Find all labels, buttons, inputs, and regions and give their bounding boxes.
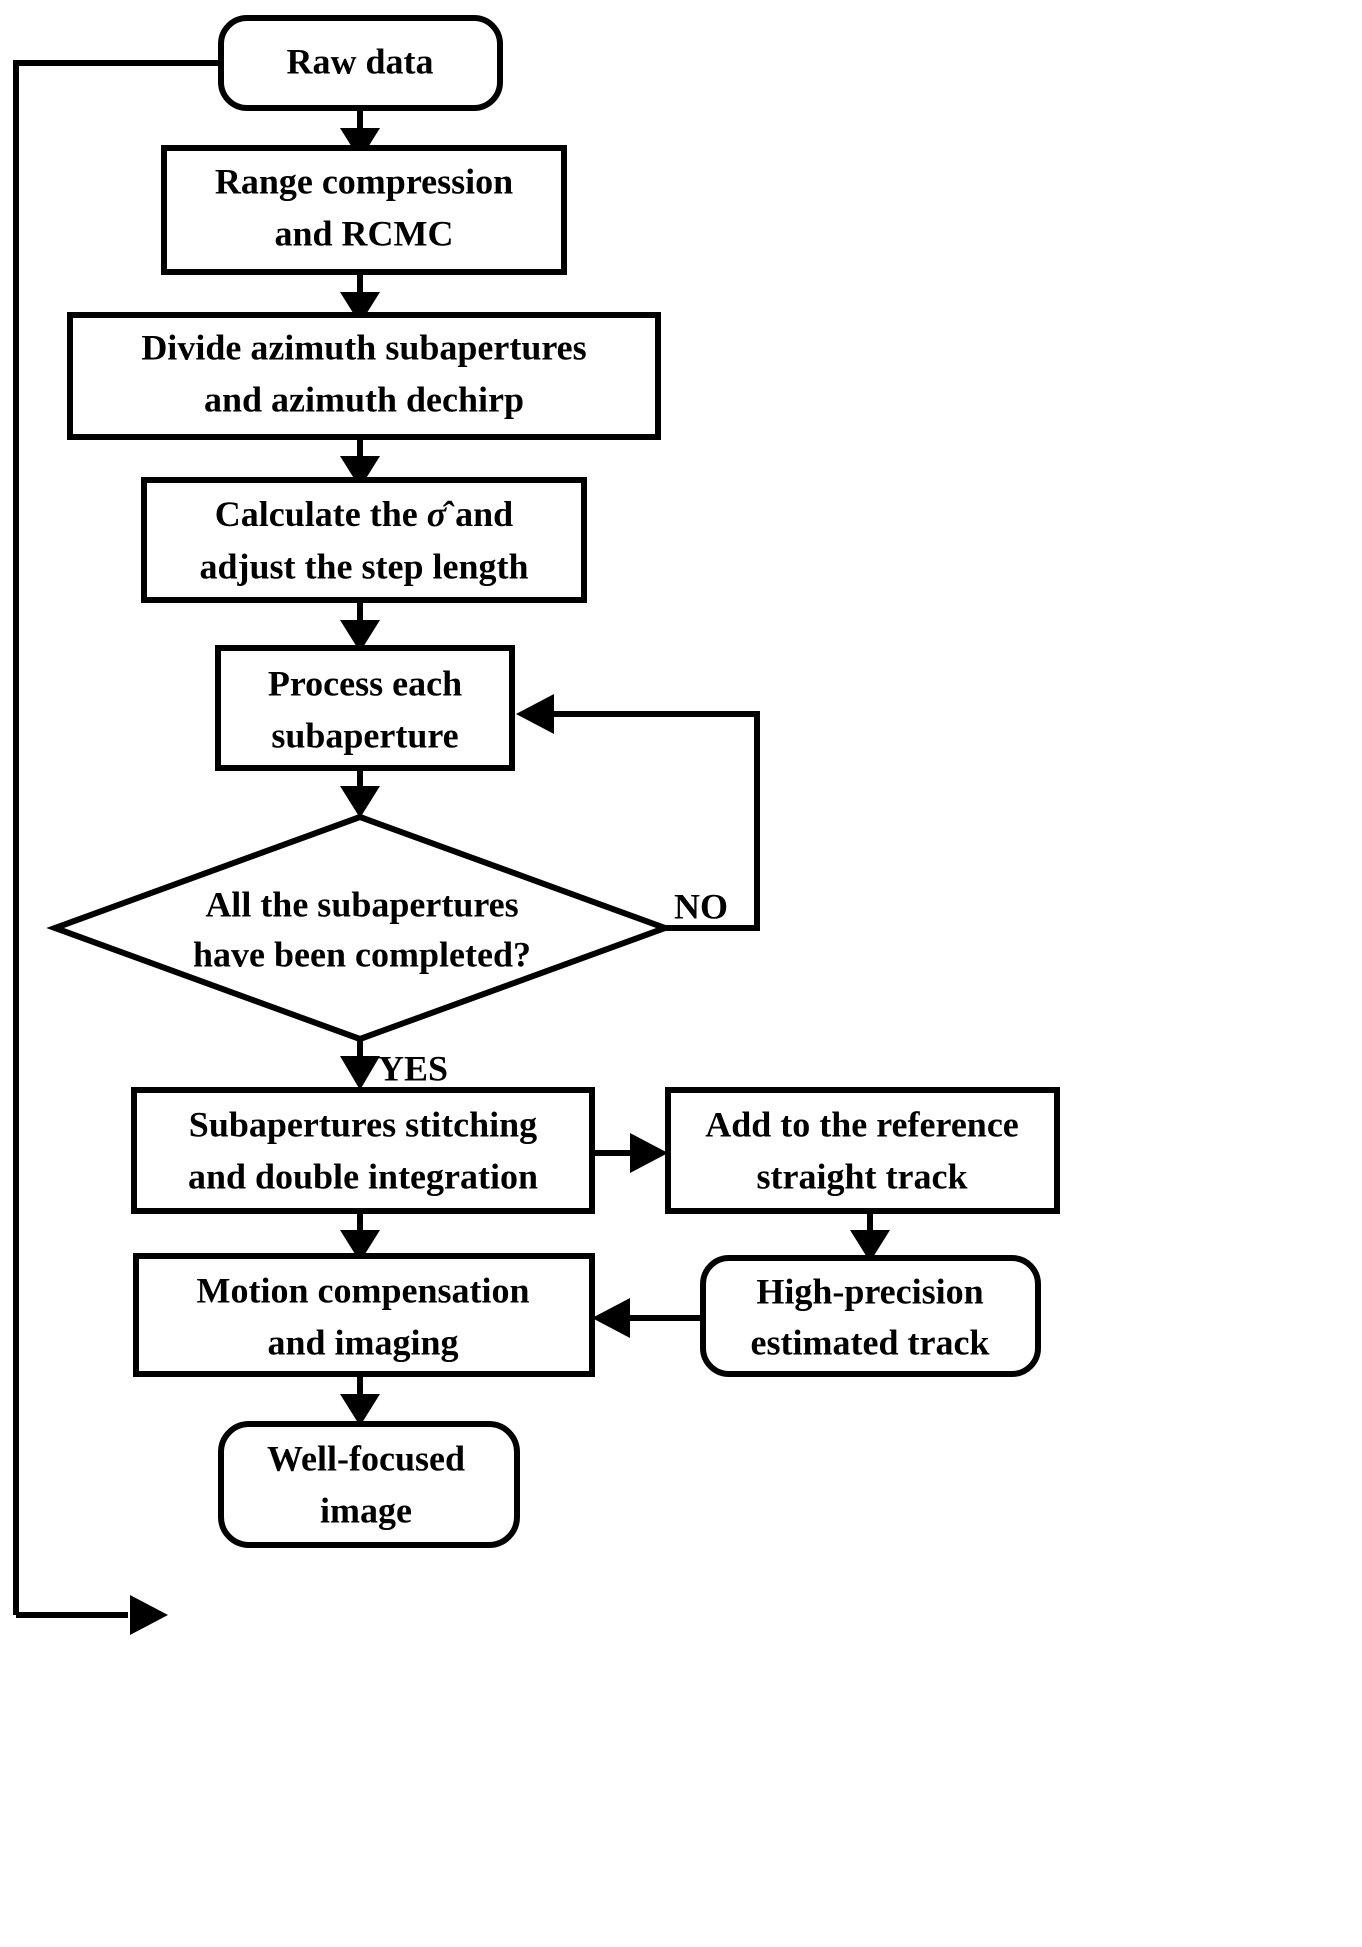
edge-no-loop — [516, 694, 760, 931]
edge-range-to-divide — [340, 272, 380, 324]
node-divide-subapertures-line-2: and azimuth dechirp — [204, 379, 524, 419]
edge-stitching-to-addtrack — [592, 1133, 668, 1173]
node-range-compression[interactable]: Range compression and RCMC — [161, 145, 567, 275]
node-subapertures-stitching-line-1: Subapertures stitching — [189, 1104, 537, 1144]
edge-rawdata-to-motioncomp — [13, 60, 221, 1635]
node-subapertures-stitching[interactable]: Subapertures stitching and double integr… — [131, 1087, 595, 1214]
node-high-precision-track-line-2: estimated track — [751, 1322, 990, 1362]
node-calculate-sigma[interactable]: Calculate the σ̂ and adjust the step len… — [141, 477, 587, 603]
edge-rawdata-to-range — [340, 108, 380, 160]
node-raw-data[interactable]: Raw data — [218, 15, 503, 111]
edge-motioncomp-to-wellfocused — [340, 1374, 380, 1426]
node-decision-line-2: have been completed? — [193, 934, 531, 974]
node-raw-data-line-1: Raw data — [286, 41, 433, 81]
edge-addtrack-to-highprecision — [850, 1211, 890, 1262]
node-range-compression-line-1: Range compression — [215, 161, 513, 201]
node-process-subaperture-line-1: Process each — [268, 663, 462, 703]
node-calculate-sigma-line-2: adjust the step length — [199, 546, 528, 586]
node-motion-compensation[interactable]: Motion compensation and imaging — [133, 1253, 595, 1377]
edge-highprecision-to-motioncomp — [592, 1298, 703, 1338]
node-motion-compensation-line-2: and imaging — [267, 1322, 458, 1362]
edge-divide-to-calculate — [340, 437, 380, 488]
node-all-completed-decision[interactable]: All the subapertures have been completed… — [46, 813, 674, 1043]
node-high-precision-track-line-1: High-precision — [756, 1271, 983, 1311]
node-divide-subapertures-line-1: Divide azimuth subapertures — [141, 327, 586, 367]
node-range-compression-line-2: and RCMC — [274, 213, 453, 253]
node-add-reference-track[interactable]: Add to the reference straight track — [665, 1087, 1060, 1214]
node-decision-line-1: All the subapertures — [205, 884, 518, 924]
node-add-reference-track-line-2: straight track — [757, 1156, 968, 1196]
edge-label-no: NO — [674, 886, 728, 926]
edge-stitching-to-motioncomp — [340, 1211, 380, 1262]
node-motion-compensation-line-1: Motion compensation — [197, 1270, 530, 1310]
node-well-focused-image-line-2: image — [320, 1490, 412, 1530]
edge-calculate-to-process — [340, 600, 380, 652]
edge-yes-to-stitching — [340, 1038, 380, 1090]
calculate-sigma-suffix: and — [446, 494, 513, 534]
node-well-focused-image[interactable]: Well-focused image — [218, 1421, 520, 1548]
node-high-precision-track[interactable]: High-precision estimated track — [700, 1255, 1041, 1377]
node-calculate-sigma-line-1: Calculate the σ̂ and — [215, 494, 513, 534]
edge-label-yes: YES — [378, 1048, 448, 1088]
node-subapertures-stitching-line-2: and double integration — [188, 1156, 538, 1196]
node-process-subaperture-line-2: subaperture — [271, 715, 458, 755]
node-add-reference-track-line-1: Add to the reference — [705, 1104, 1019, 1144]
node-well-focused-image-line-1: Well-focused — [267, 1438, 465, 1478]
edge-process-to-decision — [340, 768, 380, 818]
calculate-sigma-prefix: Calculate the — [215, 494, 427, 534]
node-process-subaperture[interactable]: Process each subaperture — [215, 645, 515, 771]
node-divide-subapertures[interactable]: Divide azimuth subapertures and azimuth … — [67, 312, 661, 440]
